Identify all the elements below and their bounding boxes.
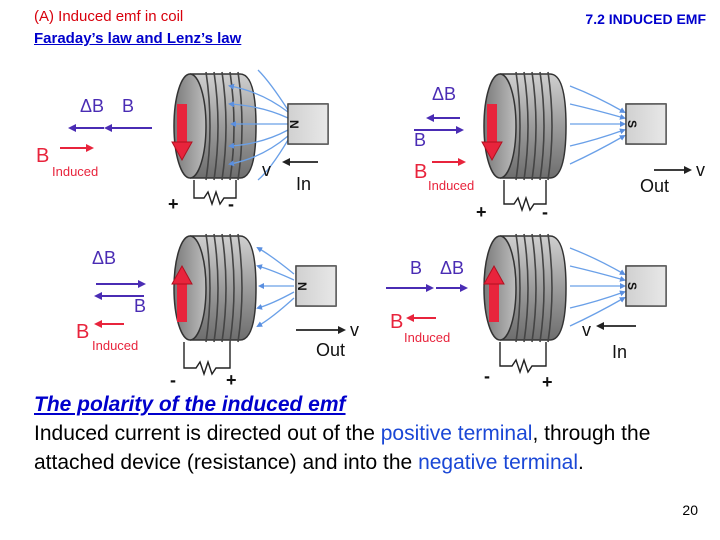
pole-label: S — [625, 120, 639, 128]
polarity-heading: The polarity of the induced emf — [34, 393, 346, 416]
terminal-minus: - — [228, 194, 234, 214]
body-text-2: , through the attached device (resistanc… — [34, 422, 651, 474]
terminal-plus: + — [226, 370, 237, 390]
b-label: B — [134, 296, 146, 316]
velocity-label: v — [262, 160, 271, 180]
resistor — [193, 180, 237, 207]
b-induced-label: B — [390, 311, 403, 333]
pole-label: N — [287, 120, 301, 129]
b-induced-label: B — [76, 321, 89, 343]
field-lines — [228, 69, 289, 181]
negative-terminal-highlight: negative terminal — [418, 451, 578, 474]
delta-b-label: ΔB — [440, 258, 464, 278]
velocity-label: v — [582, 320, 591, 340]
panel-north-in: N + - ΔB B B Induced v In — [36, 69, 329, 214]
b-induced-sub: Induced — [92, 338, 138, 353]
resistor — [183, 342, 231, 377]
terminal-plus: + — [542, 372, 553, 390]
delta-b-label: ΔB — [92, 248, 116, 268]
b-induced-label: B — [36, 145, 49, 167]
motion-label: In — [296, 174, 311, 194]
body-text-3: . — [577, 451, 584, 474]
polarity-explanation: The polarity of the induced emf Induced … — [34, 390, 694, 477]
panel-south-in: S - + B ΔB B Induced v In — [386, 233, 667, 390]
terminal-minus: - — [542, 202, 548, 222]
terminal-plus: + — [168, 194, 179, 214]
motion-label: Out — [640, 176, 669, 196]
positive-terminal-highlight: positive terminal — [380, 422, 533, 445]
field-lines — [256, 247, 295, 327]
bar-magnet-south: S — [625, 265, 667, 307]
velocity-label: v — [350, 320, 359, 340]
field-lines — [569, 85, 626, 165]
pole-label: S — [625, 282, 639, 290]
bar-magnet-north: N — [295, 265, 337, 307]
b-label: B — [410, 258, 422, 278]
subtitle-induced-emf: (A) Induced emf in coil — [34, 8, 184, 25]
field-lines — [569, 247, 626, 327]
subtitle-faraday-lenz: Faraday’s law and Lenz’s law — [34, 30, 242, 47]
induced-current-arrowhead-icon — [481, 141, 503, 162]
chapter-title: 7.2 INDUCED EMF — [585, 11, 706, 27]
body-text-1: Induced current is directed out of the — [34, 422, 381, 445]
page-number: 20 — [682, 502, 698, 518]
panel-north-out: N - + ΔB B B Induced v Out — [76, 233, 359, 390]
motion-label: Out — [316, 340, 345, 360]
terminal-minus: - — [170, 370, 176, 390]
b-label: B — [122, 96, 134, 116]
panel-south-out: S + - ΔB B B Induced v Out — [414, 71, 705, 222]
pole-label: N — [295, 282, 309, 291]
b-induced-sub: Induced — [404, 330, 450, 345]
velocity-label: v — [696, 160, 705, 180]
coil — [173, 233, 257, 343]
resistor — [503, 180, 547, 213]
b-label: B — [414, 130, 426, 150]
delta-b-label: ΔB — [80, 96, 104, 116]
resistor — [499, 342, 547, 375]
bar-magnet-north: N — [287, 103, 329, 145]
coil-magnet-diagram: N + - ΔB B B Induced v In — [36, 69, 705, 390]
induced-current-arrowhead-icon — [171, 141, 193, 162]
b-induced-sub: Induced — [428, 178, 474, 193]
induced-current-arrowhead-icon — [483, 264, 505, 285]
terminal-plus: + — [476, 202, 487, 222]
delta-b-label: ΔB — [432, 84, 456, 104]
terminal-minus: - — [484, 366, 490, 386]
induced-current-arrowhead-icon — [171, 264, 193, 285]
motion-label: In — [612, 342, 627, 362]
b-induced-label: B — [414, 161, 427, 183]
bar-magnet-south: S — [625, 103, 667, 145]
b-induced-sub: Induced — [52, 164, 98, 179]
